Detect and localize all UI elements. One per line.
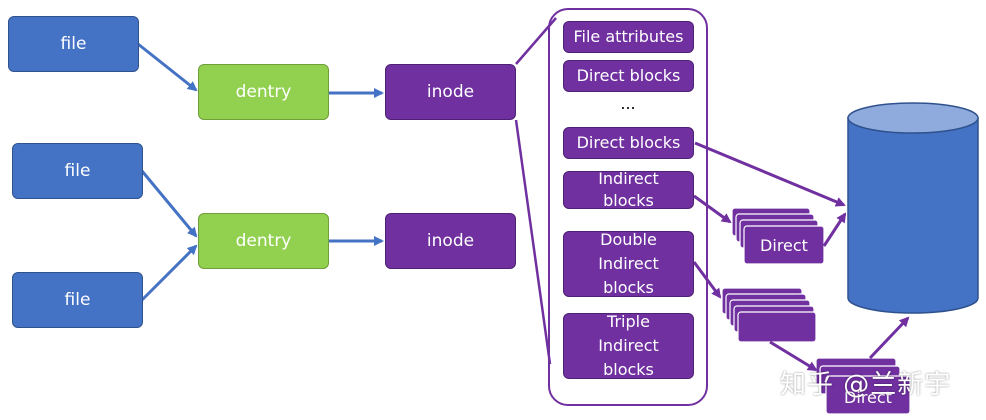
inode-structure-frame [548,8,708,406]
disk-cylinder [847,102,979,314]
arrow-indirect-to-stack [693,194,732,224]
direct-label-2: Direct [844,388,892,407]
ellipsis-text: ... [620,94,636,113]
inode-box-2: inode [385,213,516,269]
inode-box-1: inode [385,64,516,120]
file-box-3: file [12,272,143,328]
arrow-stack-to-triple [769,340,818,372]
indirect-block-stack [731,207,825,265]
file-attributes-field: File attributes [563,21,694,53]
file-box-2: file [12,143,143,199]
arrow-file3-dentry2 [140,244,198,302]
arrow-stack-to-disk [822,212,847,247]
arrow-file1-dentry1 [137,42,198,92]
dentry-box-2: dentry [198,213,329,269]
dentry-box-1: dentry [198,64,329,120]
direct-blocks-field-1: Direct blocks [563,60,694,92]
triple-indirect-block-stack [815,357,911,415]
indirect-blocks-field: Indirect blocks [563,169,694,210]
direct-label-1: Direct [760,236,808,255]
arrow-file2-dentry2 [140,170,198,238]
double-indirect-blocks-field: Double Indirect blocks [563,230,694,297]
double-indirect-block-stack [721,287,817,343]
triple-indirect-blocks-field: Triple Indirect blocks [563,312,694,379]
direct-blocks-field-2: Direct blocks [563,127,694,159]
file-box-1: file [8,16,139,72]
watermark: 知乎 @兰新宇 [780,370,952,400]
expand-line-bottom [514,119,552,365]
arrow-direct-to-disk [694,141,846,207]
arrow-triple-to-disk [868,316,910,360]
